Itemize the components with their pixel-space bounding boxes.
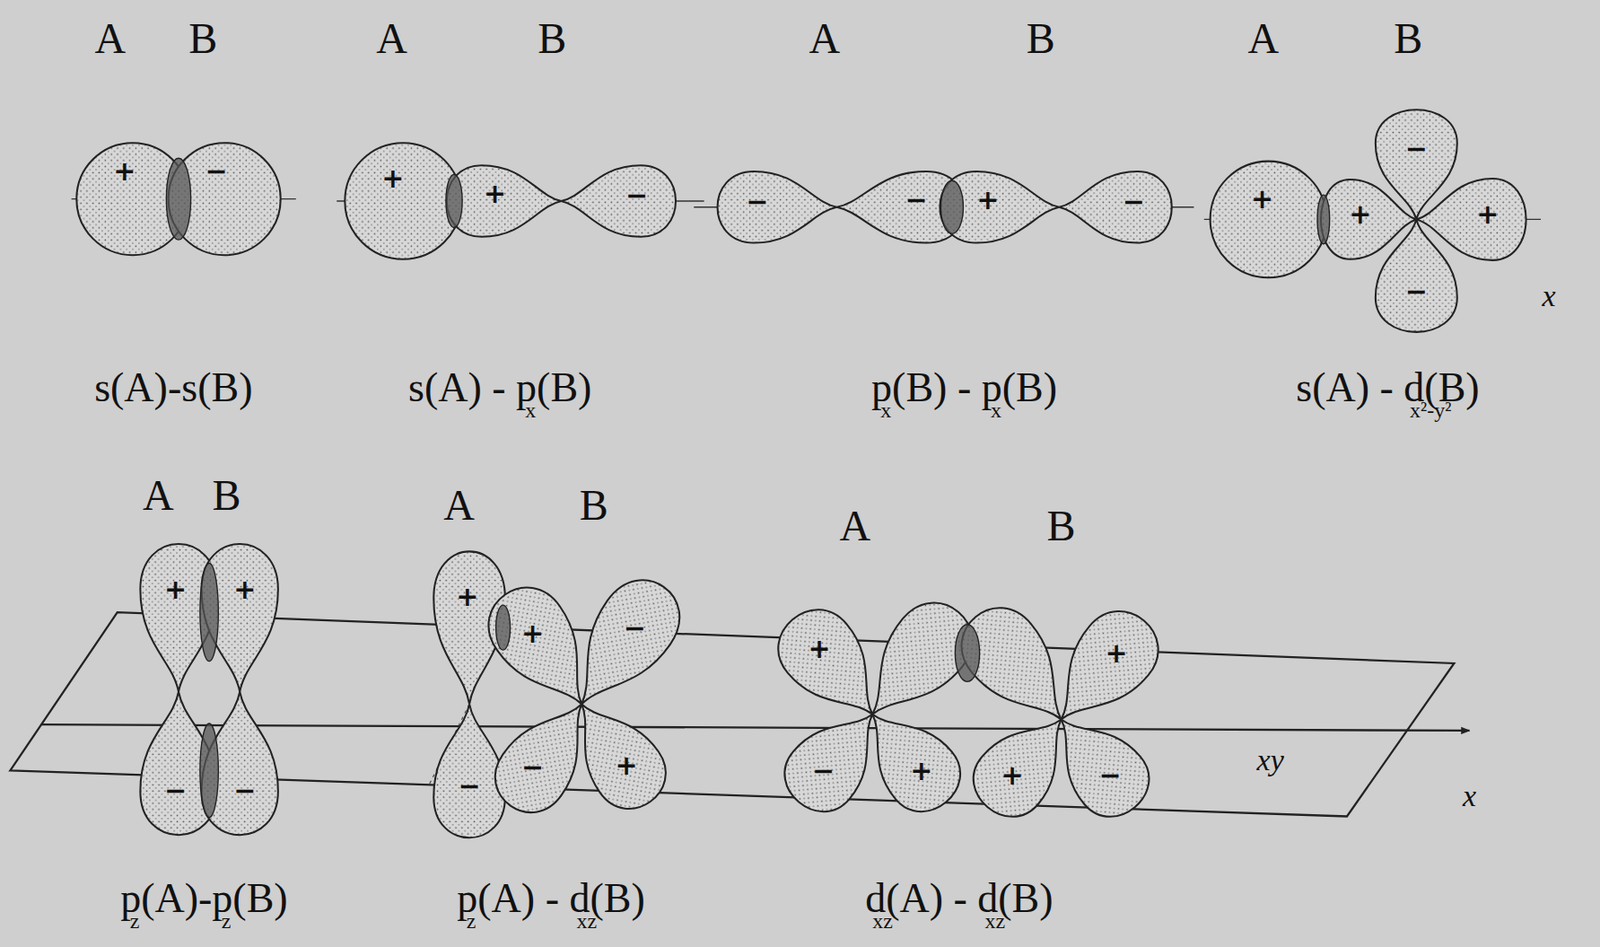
phase-sign: + <box>233 576 256 604</box>
orbital-lobe <box>717 171 838 244</box>
overlap-region <box>496 604 511 650</box>
phase-sign: + <box>1104 639 1128 667</box>
orbital-lobe <box>945 592 1091 744</box>
atom-label: B <box>188 17 218 61</box>
orbital-lobe <box>552 683 680 822</box>
orbital-lobe <box>844 690 975 825</box>
phase-sign: − <box>1122 188 1146 216</box>
orbital-subscript: xz <box>872 909 893 932</box>
orbital-lobe <box>1031 595 1174 744</box>
phase-sign: − <box>457 772 481 800</box>
orbital-lobe <box>1375 109 1458 219</box>
orbital-lobe <box>843 586 988 739</box>
phase-sign: − <box>812 757 835 785</box>
phase-sign: + <box>455 583 479 611</box>
phase-sign: − <box>905 186 928 214</box>
orbital-subscript: x <box>880 399 892 421</box>
atom-label: B <box>1393 17 1423 61</box>
atom-label: A <box>1247 17 1279 61</box>
axis-label: x <box>1542 280 1557 312</box>
overlap-region <box>940 180 963 234</box>
orbital-lobe <box>560 165 676 237</box>
orbital-subscript: z <box>130 909 140 932</box>
orbital-lobe <box>344 142 462 260</box>
orbital-lobe <box>836 171 966 244</box>
atom-label: B <box>579 483 609 527</box>
orbital-subscript: z <box>466 909 477 932</box>
overlap-region <box>445 174 463 228</box>
overlap-caption: p(A)-p(B) <box>120 877 289 919</box>
overlap-caption: p(B) - p(B) <box>871 367 1058 409</box>
atom-label: A <box>142 473 175 517</box>
overlap-region <box>200 563 219 662</box>
overlap-region <box>1317 194 1330 245</box>
orbital-subscript: xz <box>577 909 598 932</box>
phase-sign: − <box>204 157 228 185</box>
phase-sign: + <box>164 576 187 604</box>
phase-sign: + <box>1250 185 1274 213</box>
orbital-lobe <box>1375 218 1458 332</box>
orbital-lobe <box>1058 171 1172 244</box>
orbital-lobe <box>446 165 562 237</box>
phase-sign: + <box>976 186 999 214</box>
phase-sign: + <box>381 165 404 193</box>
phase-sign: + <box>909 757 933 785</box>
phase-sign: − <box>625 182 648 210</box>
atom-label: A <box>839 504 872 548</box>
atom-label: A <box>94 17 126 61</box>
orbital-subscript: x <box>990 399 1002 421</box>
phase-sign: + <box>483 180 507 208</box>
orbital-lobe <box>1032 695 1163 831</box>
overlap-region <box>954 624 980 682</box>
phase-sign: + <box>615 751 639 779</box>
orbital-subscript: z <box>221 909 232 932</box>
overlap-caption: d(A) - d(B) <box>865 877 1054 919</box>
orbital-subscript: xz <box>984 909 1006 932</box>
overlap-region <box>200 723 219 818</box>
phase-sign: + <box>1000 761 1023 789</box>
phase-sign: + <box>1348 201 1372 228</box>
phase-sign: − <box>164 777 187 805</box>
atom-label: B <box>211 473 241 517</box>
orbital-subscript: x <box>524 399 536 421</box>
overlap-region <box>166 157 191 240</box>
atom-label: B <box>537 17 567 61</box>
phase-sign: + <box>808 635 831 663</box>
phase-sign: + <box>521 620 544 647</box>
atom-label: A <box>808 17 840 61</box>
phase-sign: − <box>745 188 769 216</box>
overlap-caption: s(A)-s(B) <box>94 367 253 409</box>
phase-sign: − <box>233 777 256 805</box>
axis-label: x <box>1462 780 1477 812</box>
phase-sign: + <box>1476 201 1499 228</box>
phase-sign: + <box>113 157 136 185</box>
orbital-lobe <box>550 564 695 726</box>
atom-label: B <box>1026 17 1056 61</box>
orbital-subscript: x²-y² <box>1409 399 1452 421</box>
axis-label: xy <box>1257 744 1285 776</box>
atom-label: A <box>443 483 475 527</box>
orbital-lobe <box>939 171 1059 244</box>
phase-sign: − <box>1099 761 1122 789</box>
overlap-caption: s(A) - p(B) <box>408 367 592 409</box>
orbital-lobe <box>433 703 506 838</box>
atom-label: A <box>375 17 408 61</box>
phase-sign: − <box>1405 135 1428 163</box>
phase-sign: − <box>623 614 647 642</box>
phase-sign: − <box>521 753 544 781</box>
atom-label: B <box>1047 504 1076 548</box>
orbital-lobe <box>1210 161 1328 279</box>
overlap-caption: s(A) - d(B) <box>1295 367 1479 409</box>
phase-sign: − <box>1405 278 1428 306</box>
overlap-caption: p(A) - d(B) <box>456 877 646 919</box>
